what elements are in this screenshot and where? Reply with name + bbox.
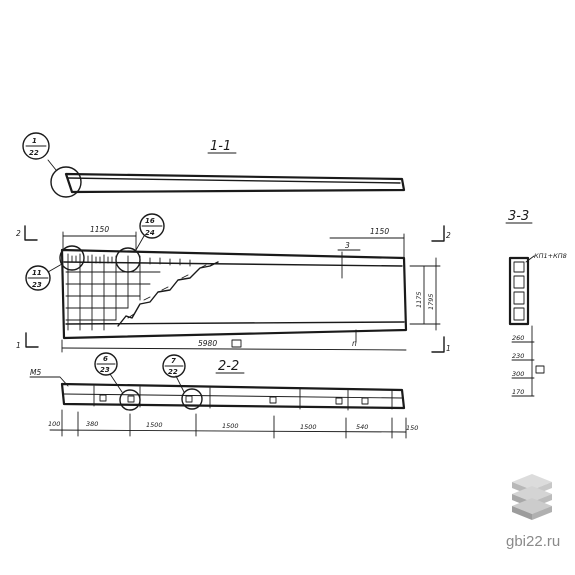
dim-s33-2: 300 bbox=[512, 370, 524, 378]
dim-bottom-6: 150 bbox=[406, 424, 418, 432]
section-1-1-title: 1-1 bbox=[210, 139, 231, 154]
label-kp: КП1+КП8 bbox=[534, 252, 567, 260]
reinforcement-grid bbox=[65, 253, 191, 331]
cut-mark-right-top: 2 bbox=[446, 231, 451, 240]
dim-height-outer: 1795 bbox=[427, 293, 435, 310]
label-m5: M5 bbox=[30, 368, 41, 377]
panel-outline bbox=[60, 248, 408, 340]
section-3-3-profile bbox=[508, 256, 530, 326]
dim-bottom-2: 1500 bbox=[146, 421, 163, 429]
svg-text:7: 7 bbox=[171, 357, 176, 365]
svg-text:23: 23 bbox=[100, 366, 110, 374]
dim-bottom-1: 380 bbox=[86, 420, 98, 428]
section-1-1: 1-1 1 22 bbox=[22, 132, 406, 198]
dim-top-right: 1150 bbox=[370, 227, 389, 236]
section-2-2-title: 2-2 bbox=[218, 359, 239, 374]
dim-bottom-0: 100 bbox=[48, 420, 60, 428]
svg-text:22: 22 bbox=[29, 149, 39, 157]
detail-circle-6 bbox=[119, 389, 141, 411]
detail-circle-11 bbox=[59, 245, 85, 271]
section-3-3-title: 3-3 bbox=[508, 209, 529, 224]
dim-s33-3: 170 bbox=[512, 388, 524, 396]
bubble-7-22: 7 22 bbox=[162, 354, 186, 378]
dim-top-left: 1150 bbox=[90, 225, 109, 234]
detail-circle-1 bbox=[50, 166, 82, 198]
svg-text:22: 22 bbox=[168, 368, 178, 376]
svg-text:1: 1 bbox=[32, 137, 37, 145]
watermark-logo bbox=[512, 474, 552, 520]
bubble-1-22: 1 22 bbox=[22, 132, 50, 160]
section-2-2-strip bbox=[60, 382, 406, 410]
dim-s33-1: 230 bbox=[512, 352, 524, 360]
watermark-text: gbi22.ru bbox=[506, 533, 561, 550]
svg-text:23: 23 bbox=[32, 281, 42, 289]
svg-text:16: 16 bbox=[145, 217, 155, 225]
cut-mark-left-top: 2 bbox=[16, 229, 21, 238]
dim-bottom-3: 1500 bbox=[222, 422, 239, 430]
svg-text:24: 24 bbox=[145, 229, 155, 237]
cut-mark-left-bottom: 1 bbox=[16, 341, 21, 350]
svg-text:6: 6 bbox=[103, 355, 108, 363]
mark-3: 3 bbox=[345, 241, 350, 250]
mark-n: n bbox=[352, 339, 357, 348]
dim-bottom-5: 540 bbox=[356, 423, 368, 431]
dim-s33-0: 260 bbox=[512, 334, 524, 342]
bubble-11-23: 11 23 bbox=[25, 265, 51, 291]
section-1-1-profile bbox=[64, 172, 406, 194]
cut-mark-right-bottom: 1 bbox=[446, 344, 451, 353]
bubble-6-23: 6 23 bbox=[94, 352, 118, 376]
svg-text:11: 11 bbox=[32, 269, 42, 277]
dim-bottom-4: 1500 bbox=[300, 423, 317, 431]
section-3-3: 3-3 КП1+КП8 260 230 300 170 bbox=[505, 209, 567, 397]
bubble-16-24: 16 24 bbox=[139, 213, 165, 239]
dim-height-inner: 1175 bbox=[415, 291, 423, 308]
panel-elevation: 2 1 2 1 1150 1150 3 bbox=[16, 213, 451, 353]
dim-length: 5980 bbox=[198, 339, 217, 348]
section-2-2: 2-2 M5 6 23 7 22 bbox=[29, 352, 418, 439]
detail-circle-7 bbox=[181, 388, 203, 410]
detail-circle-16 bbox=[115, 247, 141, 273]
